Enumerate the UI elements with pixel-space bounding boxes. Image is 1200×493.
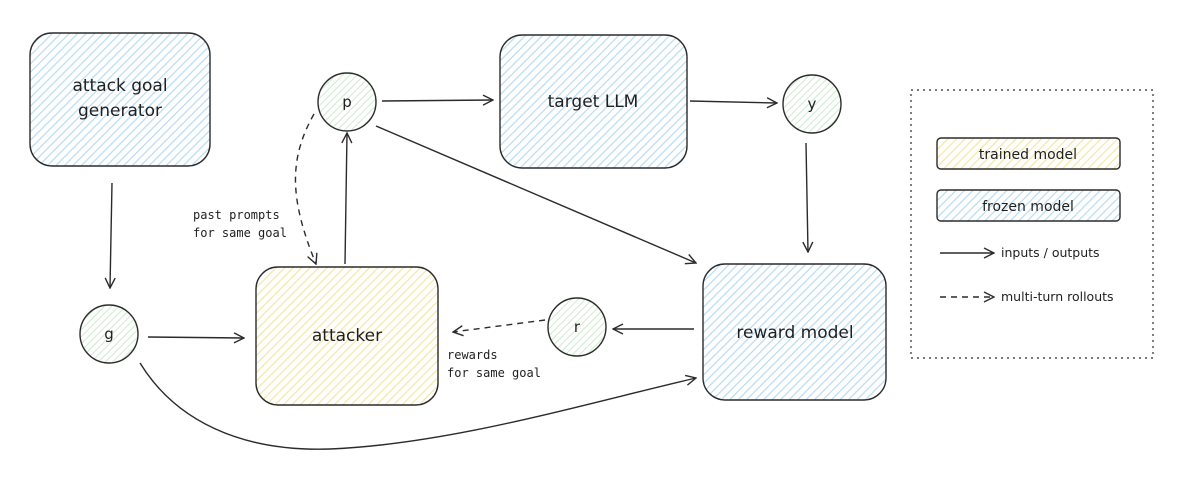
attacker-box: attacker bbox=[255, 266, 439, 406]
edge-target-to-y bbox=[689, 101, 777, 103]
rewards-line1: rewards bbox=[447, 348, 498, 362]
node-r: r bbox=[547, 297, 607, 357]
legend-multi-turn-label: multi-turn rollouts bbox=[1001, 289, 1114, 304]
legend-frame bbox=[910, 89, 1154, 359]
edge-g-to-attacker bbox=[147, 337, 244, 338]
legend-frozen-label: frozen model bbox=[982, 199, 1074, 215]
legend-frozen-model: frozen model bbox=[936, 189, 1121, 222]
legend-frozen-swatch bbox=[936, 189, 1121, 222]
legend-inputs-outputs-label: inputs / outputs bbox=[1001, 245, 1100, 260]
edge-y-to-reward bbox=[806, 142, 808, 252]
target-llm-label: target LLM bbox=[548, 92, 639, 112]
node-g: g bbox=[79, 304, 139, 364]
rewards-line2: for same goal bbox=[447, 366, 541, 380]
node-p-label: p bbox=[342, 93, 352, 111]
node-y: y bbox=[782, 74, 842, 134]
reward-model-label: reward model bbox=[736, 323, 853, 343]
node-g-label: g bbox=[104, 325, 114, 343]
edge-attacker-to-p bbox=[345, 133, 347, 265]
legend-trained-model: trained model bbox=[936, 137, 1121, 170]
edges bbox=[110, 100, 808, 450]
legend: trained model frozen model inputs / outp… bbox=[910, 89, 1154, 359]
annotation-past-prompts: past prompts for same goal bbox=[193, 208, 287, 240]
reward-model-box: reward model bbox=[702, 263, 887, 401]
legend-inputs-outputs: inputs / outputs bbox=[940, 245, 1100, 260]
node-r-label: r bbox=[574, 318, 581, 336]
attack-goal-generator-box: attack goal generator bbox=[29, 32, 211, 167]
past-prompts-line2: for same goal bbox=[193, 226, 287, 240]
annotation-rewards: rewards for same goal bbox=[447, 348, 541, 380]
node-y-label: y bbox=[808, 95, 817, 113]
legend-trained-swatch bbox=[936, 137, 1121, 170]
edge-r-to-attacker-dashed bbox=[453, 319, 546, 332]
attack-goal-generator-label-line1: attack goal bbox=[72, 76, 167, 96]
legend-trained-label: trained model bbox=[979, 147, 1077, 163]
edge-p-to-target bbox=[381, 100, 493, 101]
target-llm-box: target LLM bbox=[499, 34, 688, 169]
legend-multi-turn: multi-turn rollouts bbox=[940, 289, 1114, 304]
edge-p-to-reward bbox=[375, 125, 696, 263]
attacker-label: attacker bbox=[312, 326, 382, 346]
attack-goal-generator-label-line2: generator bbox=[78, 101, 162, 121]
edge-generator-to-g bbox=[110, 182, 112, 288]
past-prompts-line1: past prompts bbox=[193, 208, 280, 222]
edge-g-to-reward-curve bbox=[139, 362, 696, 450]
node-p: p bbox=[317, 72, 377, 132]
edge-p-to-attacker-dashed bbox=[294, 113, 316, 264]
